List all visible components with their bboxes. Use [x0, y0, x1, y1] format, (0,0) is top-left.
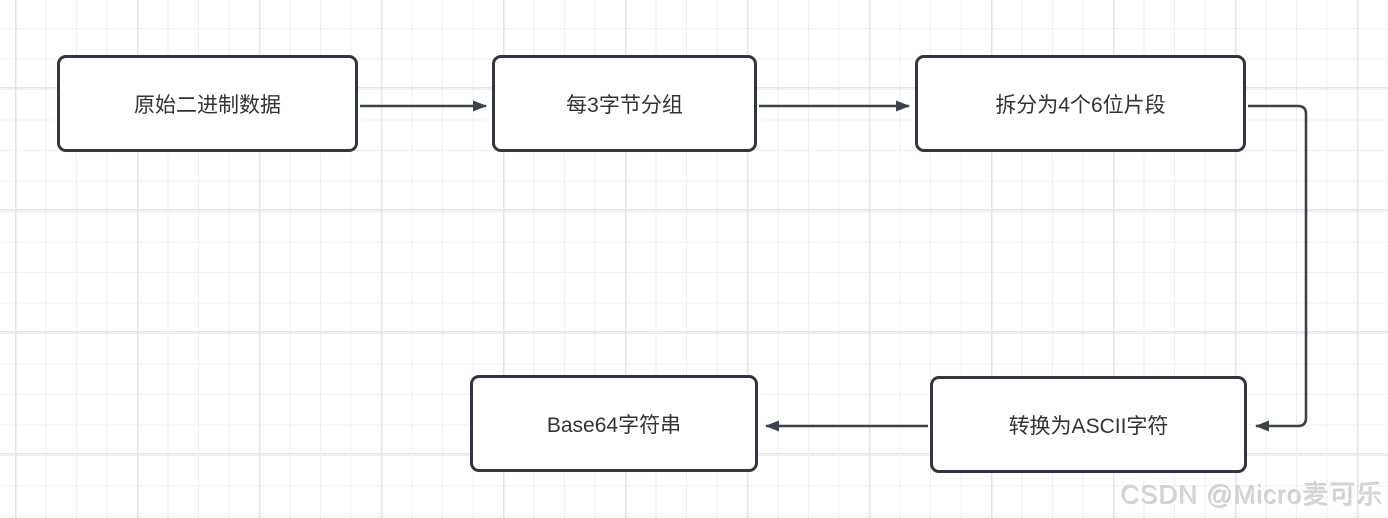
node-label: Base64字符串: [546, 413, 682, 437]
node-label: 拆分为4个6位片段: [995, 93, 1166, 117]
flow-node-split-into-4x6bit: 拆分为4个6位片段: [915, 55, 1246, 152]
flow-node-original-binary-data: 原始二进制数据: [57, 55, 358, 152]
flow-node-group-every-3-bytes: 每3字节分组: [492, 55, 757, 152]
edge-split-to-ascii: [1248, 104, 1308, 432]
flow-node-base64-string: Base64字符串: [470, 375, 758, 472]
node-label: 每3字节分组: [566, 93, 683, 117]
csdn-watermark: CSDN @Micro麦可乐: [1121, 480, 1384, 510]
node-label: 原始二进制数据: [134, 93, 281, 117]
node-label: 转换为ASCII字符: [1008, 414, 1169, 438]
flow-node-convert-to-ascii: 转换为ASCII字符: [930, 376, 1247, 473]
